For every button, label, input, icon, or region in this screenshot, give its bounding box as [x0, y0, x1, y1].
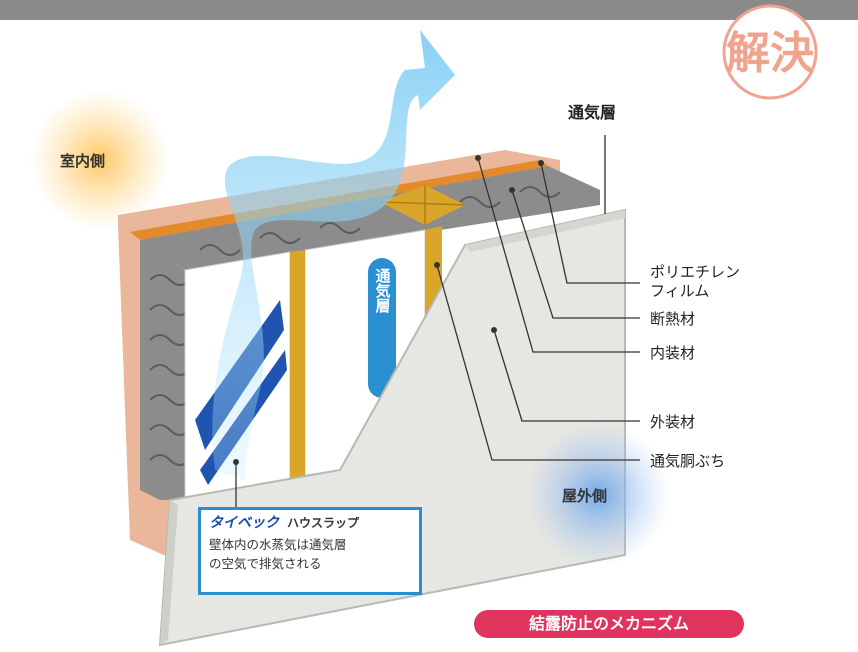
header-bar	[0, 0, 858, 20]
vertical-text: 通気層	[373, 268, 392, 313]
mechanism-title-pill: 結露防止のメカニズム	[474, 610, 744, 638]
leader-dots	[233, 155, 544, 465]
exterior-board-top	[465, 210, 625, 252]
solution-stamp: 解決	[726, 28, 814, 79]
insulation-left	[140, 240, 185, 500]
label-insulation: 断熱材	[650, 310, 696, 328]
stud-left	[290, 250, 305, 485]
caption-line2: の空気で排気される	[209, 556, 322, 571]
caption-line1: 壁体内の水蒸気は通気層	[209, 537, 347, 552]
label-interior: 内装材	[650, 344, 696, 362]
label-polyethylene-1: ポリエチレン	[650, 263, 741, 281]
top-stud	[380, 185, 465, 225]
airflow-arrow	[212, 30, 455, 480]
top-stud-cross	[379, 185, 466, 225]
insulation-pattern	[149, 186, 561, 466]
caption-product: ハウスラップ	[287, 516, 360, 530]
exterior-board-edge	[160, 500, 178, 645]
label-polyethylene-2: フィルム	[650, 282, 710, 300]
label-ventilation-layer: 通気層	[568, 103, 617, 122]
interior-board	[118, 150, 560, 560]
caption-box: タイベックハウスラップ 壁体内の水蒸気は通気層 の空気で排気される	[198, 507, 422, 595]
leader-lines	[235, 135, 640, 510]
vertical-ventilation-text: 通気層	[368, 268, 396, 317]
caption-brand: タイベック	[209, 515, 279, 531]
indoor-glow	[30, 90, 170, 230]
caption-title: タイベックハウスラップ	[209, 514, 411, 532]
label-furring: 通気胴ぶち	[650, 452, 726, 470]
outdoor-glow	[526, 423, 670, 567]
indoor-side-label: 室内側	[60, 152, 106, 170]
label-exterior: 外装材	[650, 413, 696, 431]
ventilation-capsule	[368, 258, 396, 398]
stamp-circle	[722, 4, 818, 100]
insulation-top	[140, 166, 600, 270]
outdoor-side-label: 屋外側	[562, 487, 608, 505]
